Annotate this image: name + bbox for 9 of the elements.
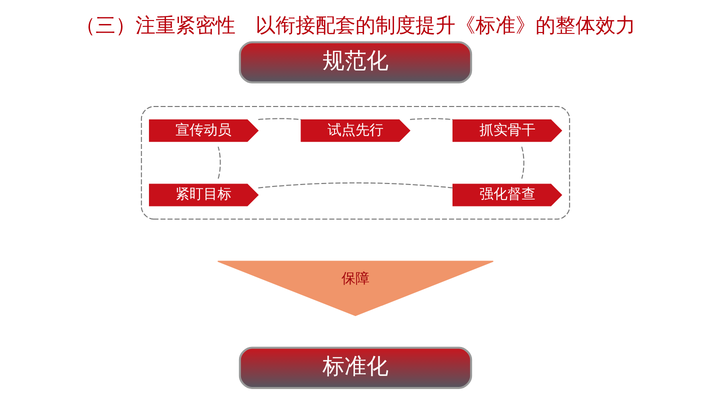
cluster	[140, 106, 570, 220]
node-box: 标准化	[238, 346, 472, 389]
connector	[258, 182, 453, 188]
connector	[258, 118, 302, 120]
diagram-title: （三）注重紧密性 以衔接配套的制度提升《标准》的整体效力	[76, 13, 636, 38]
connector	[410, 118, 453, 120]
connector	[521, 146, 524, 179]
node-box: 规范化	[238, 41, 472, 84]
connector	[218, 146, 221, 179]
